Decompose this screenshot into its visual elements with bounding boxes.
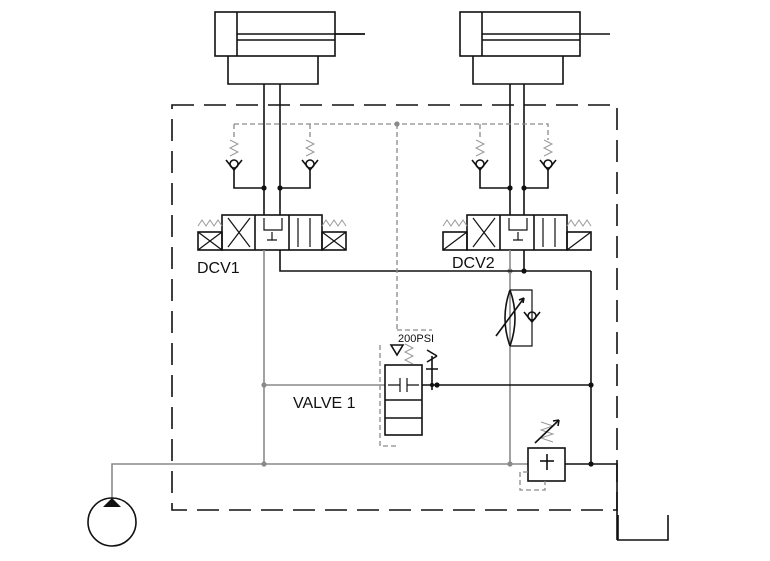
dcv1-label: DCV1	[197, 260, 240, 277]
dcv2-valve	[442, 214, 592, 251]
cylinder-2	[459, 11, 610, 188]
valve1-label: VALVE 1	[293, 395, 356, 412]
pilot-check-valves	[225, 121, 557, 215]
relief-valve	[519, 419, 566, 491]
cylinder-1	[214, 11, 365, 188]
dcv1-valve	[197, 214, 347, 251]
flow-control-valve	[495, 289, 541, 347]
pump	[87, 497, 137, 547]
valve-1	[379, 124, 438, 447]
manifold-boundary	[171, 104, 618, 511]
work-lines	[279, 250, 669, 541]
pressure-label: 200PSI	[398, 333, 434, 345]
dcv2-label: DCV2	[452, 255, 495, 272]
pressure-lines	[111, 250, 528, 498]
